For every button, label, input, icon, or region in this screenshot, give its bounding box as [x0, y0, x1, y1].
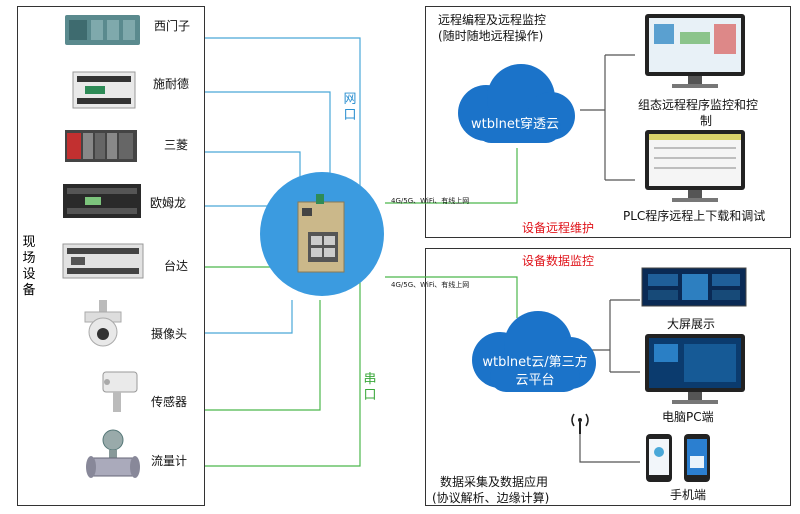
device-icons [62, 15, 144, 478]
remote-item1-line1: 组态远程程序监控和控 [638, 98, 759, 112]
device-label-flowmeter: 流量计 [151, 454, 188, 468]
remote-item2: PLC程序远程上下载和调试 [623, 209, 766, 223]
data-item1: 大屏展示 [667, 317, 716, 331]
data-monitor-label: 设备数据监控 [522, 254, 595, 268]
sensor-icon [102, 371, 138, 412]
line-mitsubishi [205, 151, 301, 180]
data-item2: 电脑PC端 [662, 410, 714, 424]
gateway [260, 172, 384, 296]
device-label-omron: 欧姆龙 [150, 196, 187, 210]
remote-panel [425, 6, 791, 238]
data-panel [425, 248, 791, 506]
line-schneider [205, 91, 331, 180]
field-devices-panel [17, 6, 205, 506]
device-label-mitsubishi: 三菱 [164, 138, 189, 152]
remote-cloud-icon [458, 64, 575, 143]
serial-label: 串口 [363, 372, 377, 403]
antenna-icon [571, 413, 589, 434]
mobile-phone-icon [646, 434, 710, 482]
data-cloud-icon [472, 311, 596, 392]
uplink-label-remote: 4G/5G、WiFi、有线上网 [391, 197, 470, 205]
data-cloud-label-line1: wtblnet云/第三方 [482, 355, 588, 370]
device-label-delta: 台达 [164, 259, 189, 273]
uplink-label-data: 4G/5G、WiFi、有线上网 [391, 281, 470, 289]
data-bottom-line2: (协议解析、边缘计算) [432, 491, 550, 505]
data-cloud-label-line2: 云平台 [515, 373, 555, 388]
ethernet-label: 网口 [343, 92, 357, 123]
pc-monitor-icon [645, 334, 745, 404]
device-label-schneider: 施耐德 [153, 77, 190, 91]
line-uplink-data [385, 276, 518, 318]
remote-title-line1: 远程编程及远程监控 [438, 13, 547, 27]
device-label-siemens: 西门子 [154, 19, 191, 33]
line-sensor [205, 300, 321, 411]
data-bottom-line1: 数据采集及数据应用 [440, 475, 549, 489]
line-camera [205, 300, 293, 334]
device-label-sensor: 传感器 [151, 395, 188, 409]
remote-cloud-label: wtblnet穿透云 [471, 117, 559, 132]
delta-plc-icon [62, 243, 144, 279]
big-screen-icon [641, 267, 747, 307]
siemens-plc-icon [65, 15, 140, 45]
plc-program-monitor-icon [645, 130, 745, 202]
schneider-plc-icon [72, 71, 136, 109]
omron-plc-icon [63, 184, 141, 218]
field-devices-title: 现场设备 [22, 235, 36, 298]
remote-title-line2: (随时随地远程操作) [438, 29, 544, 43]
flowmeter-icon [86, 429, 140, 478]
line-uplink-remote [385, 148, 518, 204]
camera-icon [84, 300, 122, 347]
mitsubishi-plc-icon [65, 130, 137, 162]
remote-item1-line2: 制 [700, 114, 713, 128]
line-antenna-phone [579, 432, 640, 463]
scada-monitor-icon [645, 14, 745, 88]
gateway-router-icon [297, 194, 345, 273]
remote-maintenance-label: 设备远程维护 [522, 221, 595, 235]
data-item3: 手机端 [670, 488, 707, 502]
device-label-camera: 摄像头 [151, 327, 188, 341]
